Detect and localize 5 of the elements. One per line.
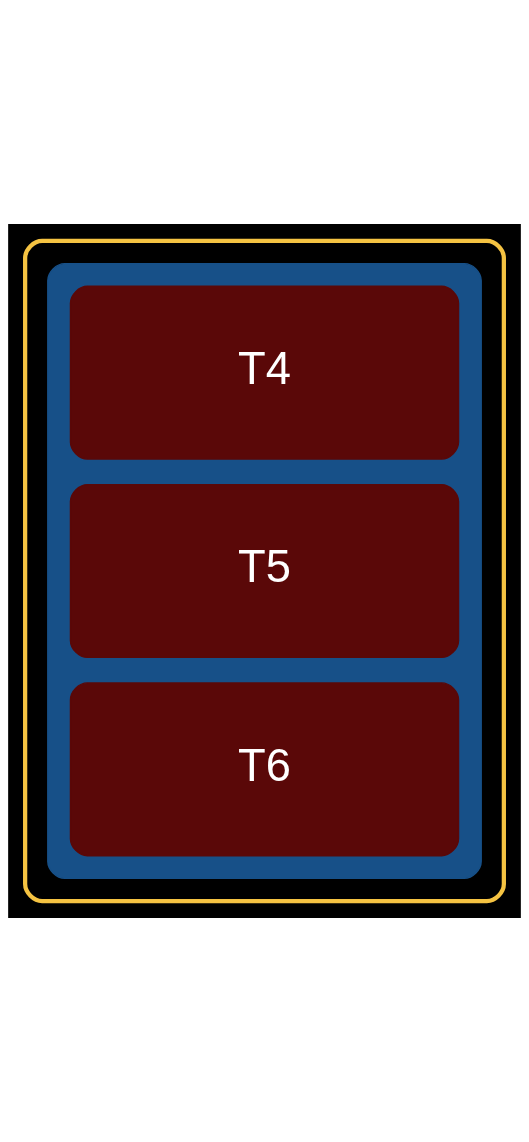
cluster xyxy=(23,238,506,904)
node-box: T5 xyxy=(69,483,460,659)
node-box: T4 xyxy=(69,285,460,460)
cluster xyxy=(47,262,482,880)
node-box: T6 xyxy=(69,682,460,857)
